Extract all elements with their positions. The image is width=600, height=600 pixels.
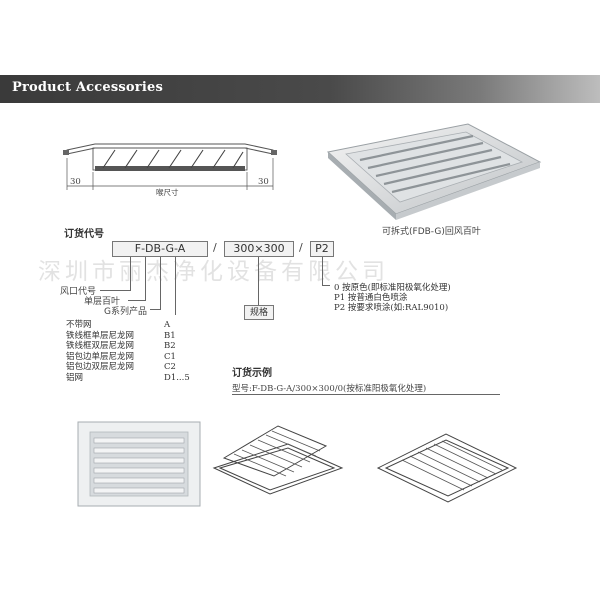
company-watermark: 深圳市丽杰净化设备有限公司 [38,259,389,285]
section-banner [0,75,600,103]
grille-open-drawing [212,425,344,495]
code-box-model: F-DB-G-A [112,241,208,257]
leader-line [128,300,146,301]
grille-closed-drawing [376,433,518,503]
finish-option: 0 按原色(即标准阳极氧化处理) [334,283,451,293]
label-single-louver: 单层百叶 [84,297,121,307]
example-underline [232,394,500,395]
label-air-outlet-code: 风口代号 [60,287,97,297]
finish-option: P2 按要求喷涂(如:RAL9010) [334,303,449,314]
code-separator-2: / [299,241,303,254]
code-separator-1: / [213,241,217,254]
product-caption: 可拆式(FDB-G)回风百叶 [382,227,481,237]
leader-line [130,257,131,290]
finish-option: P1 按普通白色喷涂 [334,293,408,304]
filter-name: 铁线框双层尼龙网 [66,341,135,351]
grille-front-photo [77,421,201,507]
finish-options-list: 0 按原色(即标准阳极氧化处理) P1 按普通白色喷涂 P2 按要求喷涂(如:R… [334,283,451,314]
leader-line [175,257,176,315]
filter-code: B1 [164,330,176,341]
leader-line [258,257,259,305]
filter-code: C2 [164,362,176,372]
leader-line [100,290,131,291]
filter-name: 铁线框单层尼龙网 [66,330,135,341]
filter-code: C1 [164,351,176,362]
dimension-center: 喉尺寸 [156,188,179,197]
cross-section-drawing [63,143,277,190]
order-code-heading: 订货代号 [64,229,104,240]
leader-line [322,285,330,286]
code-box-finish: P2 [310,241,334,257]
filter-name: 不带网 [66,320,92,330]
filter-code: A [164,320,171,330]
leader-line [145,257,146,300]
filter-type-codes: A B1 B2 C1 C2 D1...5 [164,320,190,383]
order-example-heading: 订货示例 [232,368,272,379]
order-example-text: 型号:F-DB-G-A/300×300/0(按标准阳极氧化处理) [232,384,427,394]
filter-name: 铝网 [66,372,84,383]
filter-name: 铝包边单层尼龙网 [66,351,135,362]
filter-code: D1...5 [164,372,190,383]
label-g-series: G系列产品 [104,307,147,317]
dimension-left: 30 [70,177,81,187]
spec-label-box: 规格 [244,305,274,320]
leader-line [322,257,323,285]
leader-line [160,257,161,309]
filter-code: B2 [164,341,176,351]
filter-type-names: 不带网 铁线框单层尼龙网 铁线框双层尼龙网 铝包边单层尼龙网 铝包边双层尼龙网 … [66,320,134,383]
filter-name: 铝包边双层尼龙网 [66,362,135,372]
banner-title: Product Accessories [12,80,163,95]
leader-line [150,309,161,310]
code-box-size: 300×300 [224,241,294,257]
dimension-right: 30 [258,177,269,187]
grille-product-photo [326,123,542,220]
